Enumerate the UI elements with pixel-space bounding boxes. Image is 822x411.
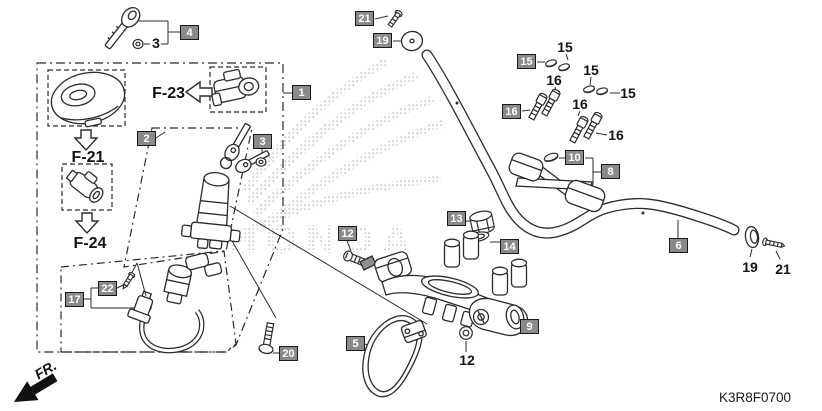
switch-washer-drawing (255, 157, 267, 167)
callout-box-14[interactable]: 14 (500, 239, 519, 254)
bar-end-screw-top (387, 9, 403, 28)
ignition-switch-drawing (180, 122, 270, 277)
lock-cylinder-box-border (61, 163, 113, 211)
holder-washer-10 (543, 152, 559, 163)
callout-box-3[interactable]: 3 (253, 134, 272, 149)
contact-switch-drawing (211, 68, 260, 107)
f21-label[interactable]: F-21 (72, 149, 105, 166)
outer-group-border (36, 62, 284, 353)
callout-text-3[interactable]: 3 (152, 35, 160, 51)
callout-box-19[interactable]: 19 (373, 33, 392, 48)
watermark-text: HONDA (228, 218, 420, 262)
callout-text-15[interactable]: 15 (620, 85, 636, 101)
callout-box-6[interactable]: 6 (669, 238, 688, 253)
callout-text-16[interactable]: 16 (572, 96, 588, 112)
bar-end-washer-right (744, 225, 760, 249)
callout-box-16[interactable]: 16 (502, 104, 521, 119)
lock-cylinder-drawing (66, 169, 104, 203)
keycap-drawing (50, 71, 126, 128)
callout-box-13[interactable]: 13 (447, 211, 466, 226)
screw-22-drawing (122, 271, 136, 290)
group-2-border (123, 127, 253, 268)
guard-plate-5 (362, 314, 427, 398)
callout-text-16[interactable]: 16 (546, 72, 562, 88)
f23-arrow-icon (184, 80, 213, 104)
bar-end-washer-top (400, 30, 424, 52)
callout-text-19[interactable]: 19 (742, 259, 758, 275)
callout-box-5[interactable]: 5 (346, 336, 365, 351)
cap-nut-13 (469, 210, 495, 235)
callout-text-12[interactable]: 12 (459, 352, 475, 368)
callout-text-21[interactable]: 21 (775, 261, 791, 277)
callout-text-16[interactable]: 16 (608, 127, 624, 143)
part-code: K3R8F0700 (719, 390, 791, 405)
fr-arrow-icon (14, 373, 58, 402)
immobilizer-antenna-drawing (127, 264, 205, 354)
callout-box-9[interactable]: 9 (520, 319, 539, 334)
callout-box-15[interactable]: 15 (517, 54, 536, 69)
callout-text-15[interactable]: 15 (583, 62, 599, 78)
callout-box-17[interactable]: 17 (65, 292, 84, 307)
callout-box-8[interactable]: 8 (601, 164, 620, 179)
nut-12-drawing (459, 326, 473, 340)
key-drawing (104, 6, 141, 50)
honda-watermark: HONDA (228, 58, 445, 262)
callout-box-22[interactable]: 22 (98, 281, 117, 296)
key-washer-drawing (132, 38, 144, 50)
callout-box-21[interactable]: 21 (355, 11, 374, 26)
upper-holder-drawing (508, 152, 606, 213)
callout-box-4[interactable]: 4 (180, 25, 199, 40)
side-clamp-9 (468, 297, 529, 337)
handlebar-drawing (421, 49, 740, 239)
f24-label[interactable]: F-24 (74, 235, 107, 252)
bar-end-bolt-right (762, 237, 786, 249)
f23-label[interactable]: F-23 (152, 85, 185, 102)
callout-box-20[interactable]: 20 (279, 346, 298, 361)
callout-text-15[interactable]: 15 (557, 39, 573, 55)
bolt-20-drawing (258, 322, 275, 355)
callout-box-10[interactable]: 10 (565, 150, 584, 165)
callout-box-1[interactable]: 1 (292, 85, 311, 100)
callout-box-12[interactable]: 12 (338, 226, 357, 241)
callout-box-2[interactable]: 2 (137, 131, 156, 146)
